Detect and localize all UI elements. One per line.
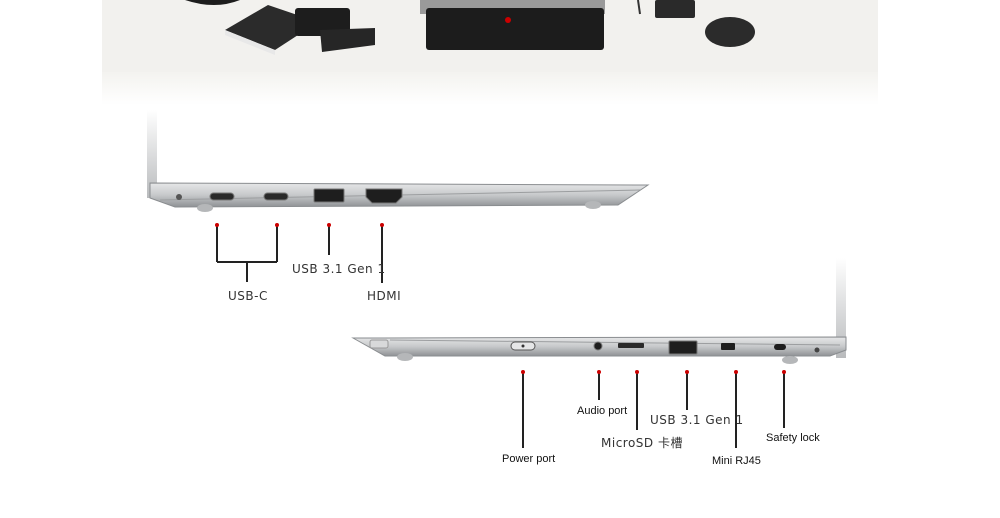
label-safety-lock: Safety lock [766, 432, 820, 444]
microsd-slot [618, 343, 644, 348]
label-usb31-top: USB 3.1 Gen 1 [292, 262, 386, 276]
usb-c-bracket [216, 225, 278, 282]
usb31-bottom-marker [685, 370, 689, 374]
mini-rj45-port [721, 343, 735, 350]
audio-marker [597, 370, 601, 374]
desk-scene [0, 0, 1000, 110]
mouse-icon [705, 17, 755, 47]
safety-marker [782, 370, 786, 374]
usb-c-marker-2 [275, 223, 279, 227]
microsd-marker [635, 370, 639, 374]
laptop-left-side [147, 110, 650, 212]
label-microsd: MicroSD 卡槽 [601, 436, 683, 450]
laptop-right-side [351, 258, 847, 364]
usb-a-port-right [668, 340, 698, 355]
security-lock-slot [774, 344, 786, 350]
usb-c-port-1 [209, 192, 235, 201]
notebook-icon [225, 5, 318, 55]
usb-c-port-2 [263, 192, 289, 201]
label-usb-c: USB-C [228, 289, 268, 303]
rj45-marker [734, 370, 738, 374]
label-hdmi: HDMI [367, 289, 402, 303]
hdmi-port [365, 188, 403, 204]
label-power-port: Power port [502, 453, 556, 465]
audio-jack [593, 341, 603, 351]
adapter-icon [637, 0, 695, 18]
power-marker [521, 370, 525, 374]
keyboard-icon [420, 0, 605, 50]
hdmi-marker [380, 223, 384, 227]
dock-adapter-icon [295, 8, 375, 52]
usb-c-marker-1 [215, 223, 219, 227]
label-mini-rj45: Mini RJ45 [712, 455, 761, 467]
usb-a-port [313, 188, 345, 203]
label-audio-port: Audio port [577, 405, 628, 417]
label-usb31-bottom: USB 3.1 Gen 1 [650, 413, 744, 427]
usb31-top-marker [327, 223, 331, 227]
